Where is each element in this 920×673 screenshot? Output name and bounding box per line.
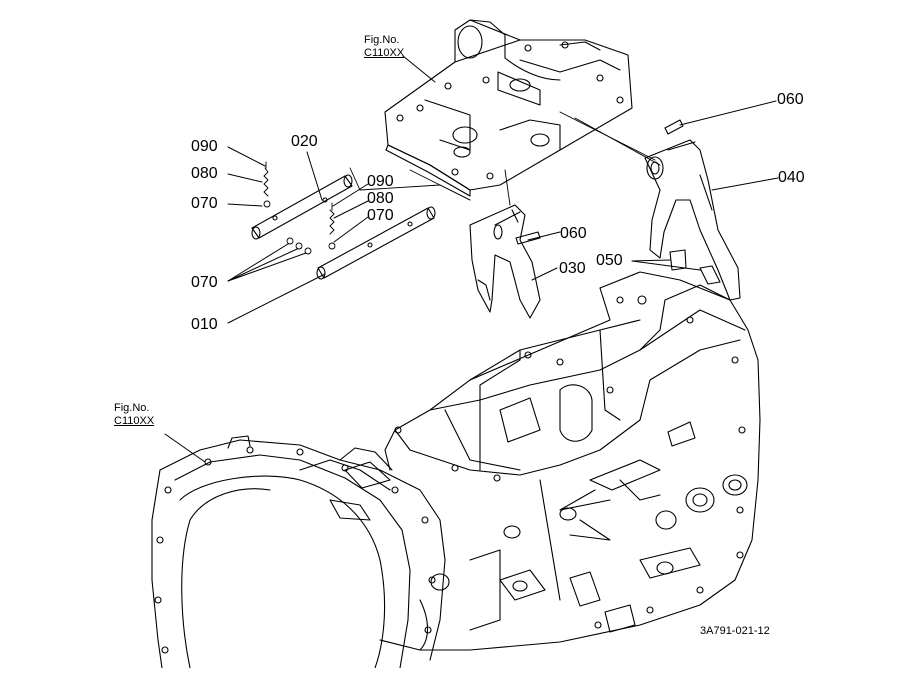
shift-cover-housing <box>384 19 633 197</box>
part-label-060[interactable]: 060 <box>777 91 804 108</box>
clutch-housing <box>151 435 446 669</box>
detent-parts <box>263 161 471 255</box>
shift-fork-030 <box>469 204 541 319</box>
part-label-060[interactable]: 060 <box>560 225 587 242</box>
part-label-070[interactable]: 070 <box>191 274 218 291</box>
figure-ref-top-line1: Fig.No. <box>364 34 400 46</box>
shift-rod-020 <box>251 174 353 240</box>
part-label-020[interactable]: 020 <box>291 133 318 150</box>
transmission-case <box>379 271 761 651</box>
figure-ref-top[interactable]: Fig.No. C110XX <box>364 34 404 60</box>
figure-ref-top-line2[interactable]: C110XX <box>364 47 405 59</box>
pin-060-upper <box>664 119 684 135</box>
part-label-080[interactable]: 080 <box>191 165 218 182</box>
part-label-030[interactable]: 030 <box>559 260 586 277</box>
figure-ref-left-line2[interactable]: C110XX <box>114 415 155 427</box>
leader-lines <box>164 55 779 463</box>
part-label-010[interactable]: 010 <box>191 316 218 333</box>
part-label-040[interactable]: 040 <box>778 169 805 186</box>
figure-ref-left-line1: Fig.No. <box>114 402 150 414</box>
assembly-guide-lines <box>504 111 661 206</box>
shift-fork-040 <box>644 139 741 301</box>
drawing-code: 3A791-021-12 <box>700 625 770 637</box>
part-label-070[interactable]: 070 <box>191 195 218 212</box>
pin-060-lower <box>515 231 541 245</box>
part-label-050[interactable]: 050 <box>596 252 623 269</box>
part-label-080[interactable]: 080 <box>367 190 394 207</box>
shift-rod-010 <box>316 206 436 280</box>
part-label-090[interactable]: 090 <box>191 138 218 155</box>
part-label-070[interactable]: 070 <box>367 207 394 224</box>
figure-ref-left[interactable]: Fig.No. C110XX <box>114 402 154 428</box>
part-label-090[interactable]: 090 <box>367 173 394 190</box>
